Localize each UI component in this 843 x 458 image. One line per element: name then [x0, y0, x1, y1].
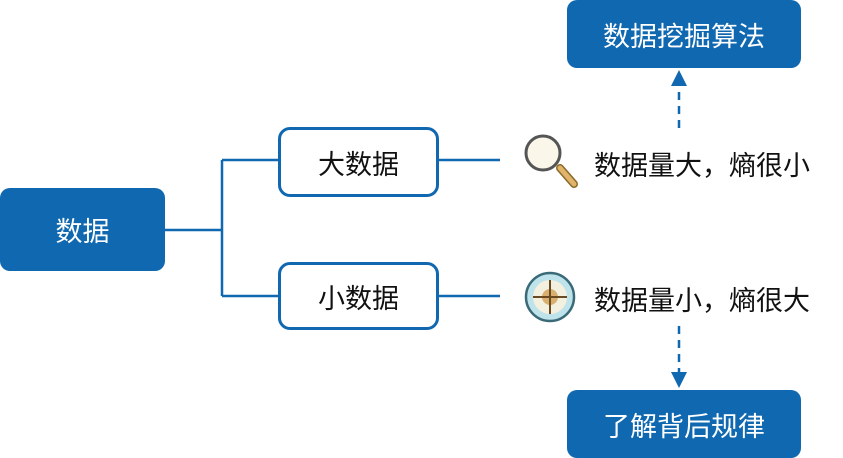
magnifier-icon [524, 134, 578, 188]
big-data-node: 大数据 [278, 127, 439, 197]
root-node: 数据 [0, 188, 165, 271]
compass-icon [524, 271, 576, 323]
small-data-description: 数据量小，熵很大 [594, 286, 810, 317]
underlying-rules-node: 了解背后规律 [567, 390, 801, 458]
big-data-description: 数据量大，熵很小 [594, 151, 810, 182]
small-data-node: 小数据 [278, 262, 439, 330]
data-mining-node: 数据挖掘算法 [567, 0, 801, 68]
